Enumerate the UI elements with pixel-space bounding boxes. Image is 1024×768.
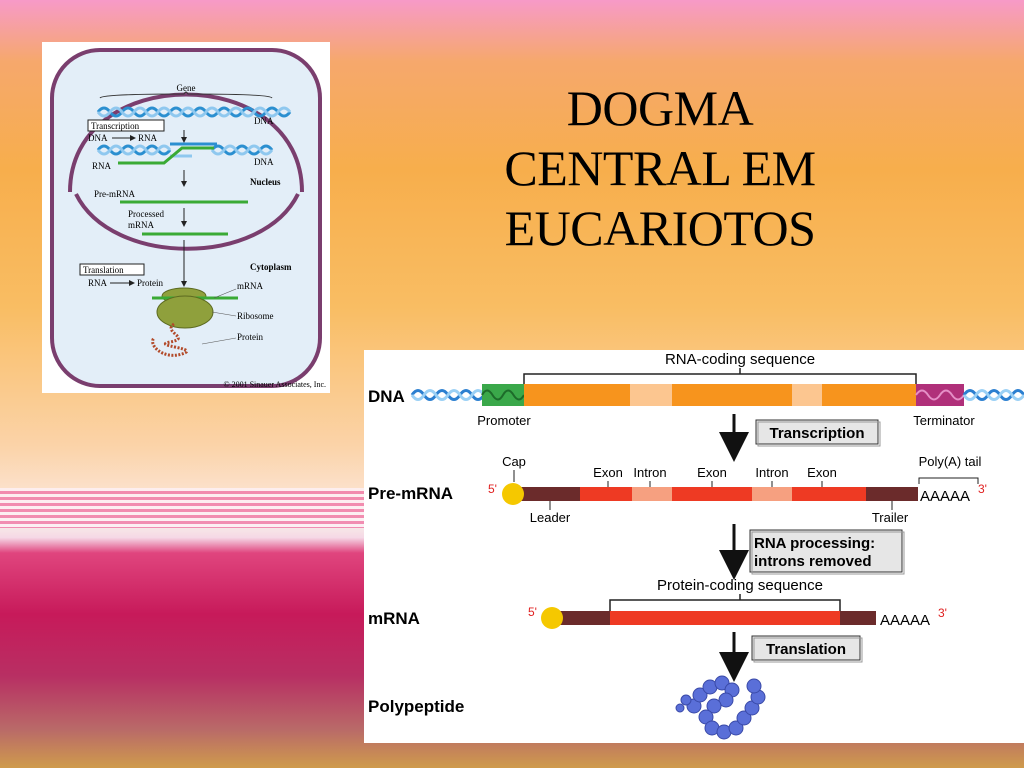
processed-label-1: Processed: [128, 209, 164, 219]
dna-row-label: DNA: [368, 387, 405, 406]
dna-helix-right: [962, 389, 1024, 401]
promoter-label: Promoter: [477, 413, 531, 428]
cap-label: Cap: [502, 454, 526, 469]
mrna-label: mRNA: [237, 281, 264, 291]
translation-label: Translation: [766, 641, 846, 658]
transcription-label: Transcription: [769, 425, 864, 442]
intron-2-label: Intron: [755, 465, 788, 480]
polya-tail-label: Poly(A) tail: [919, 454, 982, 469]
rna-processing-line-2: introns removed: [754, 553, 872, 570]
trailer-segment: [866, 487, 918, 501]
cell-diagram: Gene DNA Transcription DNA RNA RNA DNA N…: [50, 48, 326, 389]
trailer-label: Trailer: [872, 510, 909, 525]
mrna-row-label: mRNA: [368, 609, 420, 628]
nucleus-label: Nucleus: [250, 177, 281, 187]
nuclear-envelope-bottom: [74, 193, 300, 251]
polya-1: AAAAA: [920, 488, 970, 505]
intron-1-segment: [632, 487, 672, 501]
exon-1-segment: [580, 487, 632, 501]
dna-mid-label: DNA: [254, 157, 274, 167]
polypeptide-row-label: Polypeptide: [368, 697, 464, 716]
rna-label-2: RNA: [88, 278, 108, 288]
pre-mrna-label: Pre-mRNA: [94, 189, 135, 199]
exon-3-label: Exon: [807, 465, 837, 480]
gene-expression-diagram: RNA-coding sequence DNA Promoter Termina…: [368, 351, 1024, 740]
exon-2-label: Exon: [697, 465, 727, 480]
protein-coding-bracket: [609, 599, 841, 612]
leader-segment: [520, 487, 580, 501]
leader-label: Leader: [530, 510, 571, 525]
protein-coding-label: Protein-coding sequence: [657, 577, 823, 594]
dna-arrow-label: DNA: [88, 133, 108, 143]
dna-helix-left: [410, 389, 486, 401]
terminator-label: Terminator: [913, 413, 975, 428]
mrna-cap: [541, 607, 563, 629]
cell-membrane: [50, 48, 322, 388]
intron-1-label: Intron: [633, 465, 666, 480]
rna-arrow-label: RNA: [138, 133, 158, 143]
cell-diagram-panel: Gene DNA Transcription DNA RNA RNA DNA N…: [42, 42, 330, 393]
rna-processing-line-1: RNA processing:: [754, 535, 875, 552]
three-prime-label-1: 3': [978, 482, 987, 496]
gene-bracket: [99, 91, 273, 99]
transcription-box: [755, 419, 879, 445]
translation-box: [751, 635, 861, 661]
cap-circle: [502, 483, 524, 505]
mrna-trailer: [840, 611, 876, 625]
copyright: © 2001 Sinauer Associates, Inc.: [223, 380, 326, 389]
five-prime-label-2: 5': [528, 605, 537, 619]
rna-label: RNA: [92, 161, 112, 171]
five-prime-label-1: 5': [488, 482, 497, 496]
ribosome-label: Ribosome: [237, 311, 274, 321]
protein-arrow-label: Protein: [137, 278, 163, 288]
processed-label-2: mRNA: [128, 220, 155, 230]
three-prime-label-2: 3': [938, 606, 947, 620]
intron-2-segment: [752, 487, 792, 501]
exon-2-segment: [672, 487, 752, 501]
transcription-box: [87, 119, 165, 132]
rna-processing-box: [749, 529, 903, 573]
rna-coding-label: RNA-coding sequence: [665, 351, 815, 368]
pre-mrna-row-label: Pre-mRNA: [368, 484, 453, 503]
protein-label: Protein: [237, 332, 263, 342]
dna-top-label: DNA: [254, 116, 274, 126]
gene-label: Gene: [177, 83, 196, 93]
exon-3-segment: [792, 487, 866, 501]
slide-title: DOGMA CENTRAL EM EUCARIOTOS: [504, 80, 816, 256]
dna-helix-transcribing: [96, 142, 274, 165]
nuclear-envelope: [68, 92, 304, 193]
polypeptide-chain: [675, 675, 766, 740]
transcription-box-label: Transcription: [91, 121, 140, 131]
polya-2: AAAAA: [880, 612, 930, 629]
exon-1-label: Exon: [593, 465, 623, 480]
gene-expression-panel: RNA-coding sequence DNA Promoter Termina…: [364, 350, 1024, 743]
dna-helix-top: [96, 106, 292, 118]
rna-coding-bracket: [523, 373, 917, 386]
cytoplasm-label: Cytoplasm: [250, 262, 292, 272]
mrna-leader: [560, 611, 610, 625]
rna-coding-segment: [524, 384, 916, 406]
translation-box-label: Translation: [83, 265, 124, 275]
mrna-coding: [610, 611, 840, 625]
ribosome-large-subunit: [156, 295, 214, 329]
translation-box: [79, 263, 145, 276]
dna-intron-1: [630, 384, 672, 406]
dna-intron-2: [792, 384, 822, 406]
